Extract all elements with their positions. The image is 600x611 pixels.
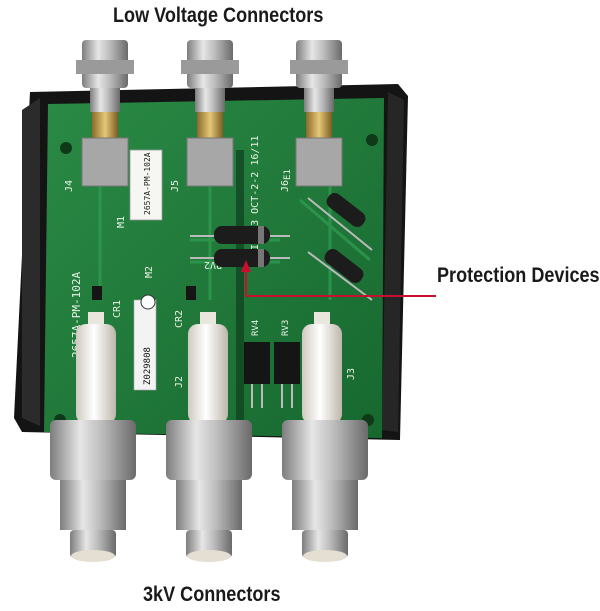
ref-cr1: CR1	[112, 300, 123, 318]
ref-e1: E1	[283, 169, 293, 180]
serial-label: Z029808	[133, 294, 157, 391]
sticker-text: 2657A-PM-102A	[143, 152, 152, 215]
protection-devices-label: Protection Devices	[437, 264, 600, 287]
mount-hole-icon	[60, 142, 72, 154]
rohs-stamp-icon	[140, 294, 156, 310]
ref-rv3: RV3	[281, 320, 291, 336]
low-voltage-connector-j6	[290, 40, 348, 187]
low-voltage-connector-j4	[76, 40, 134, 187]
hv-connector-j2	[166, 312, 252, 562]
diode-cr1	[92, 286, 102, 300]
hv-connector-j1	[50, 312, 136, 562]
arrowhead-icon	[241, 260, 251, 272]
ref-m2: M2	[144, 266, 155, 278]
callout-pointer	[241, 260, 436, 297]
ref-j5: J5	[170, 180, 181, 192]
serial-number: Z029808	[143, 347, 153, 385]
ref-rv4: RV4	[251, 320, 261, 336]
ref-j2: J2	[174, 376, 185, 388]
protection-diode-rv2	[190, 226, 290, 267]
low-voltage-connectors-label: Low Voltage Connectors	[113, 4, 324, 27]
varistor-rv4	[244, 342, 270, 408]
ref-j3: J3	[346, 368, 357, 380]
diode-cr2	[186, 286, 196, 300]
ref-m1: M1	[116, 216, 127, 228]
mount-hole-icon	[366, 134, 378, 146]
ref-j4: J4	[64, 180, 75, 192]
varistor-rv3	[274, 342, 300, 408]
ref-cr2: CR2	[174, 310, 185, 328]
3kv-connectors-label: 3kV Connectors	[143, 583, 281, 606]
hv-connector-j3	[282, 312, 368, 562]
ref-rv2: RV2	[204, 259, 222, 270]
protection-diode-right	[307, 192, 373, 301]
date-code: CTIPLC3 OCT-2-2 16/11	[250, 136, 261, 262]
ref-j6: J6	[280, 180, 291, 192]
module-sticker: 2657A-PM-102A	[129, 149, 163, 221]
low-voltage-connector-j5	[181, 40, 239, 187]
